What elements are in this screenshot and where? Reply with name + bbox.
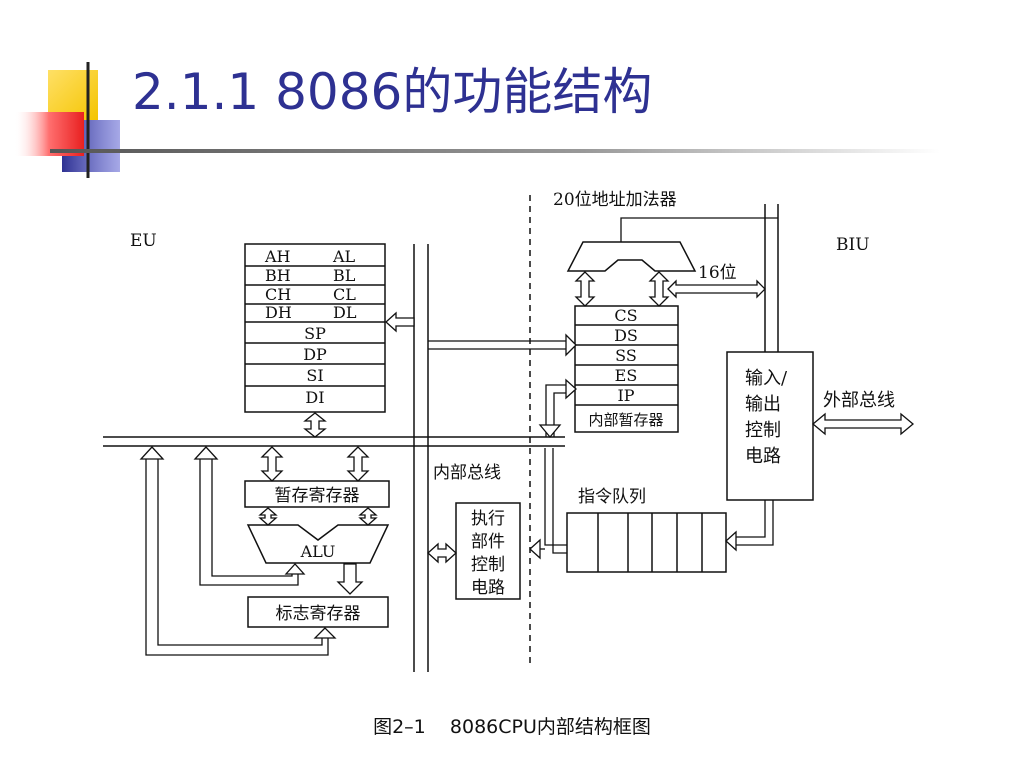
segment-biu-16bit-arrow [667, 279, 766, 299]
bus-control-arrow [427, 542, 457, 564]
general-registers [244, 243, 386, 413]
alu-shape [246, 524, 390, 564]
feedback-paths [145, 458, 329, 656]
reg-dl: DL [333, 303, 357, 322]
eu-control-line1: 执行 [471, 509, 505, 529]
adder-label: 20位地址加法器 [553, 190, 677, 210]
queue-to-control-arrowhead [529, 538, 541, 560]
reg-bh: BH [265, 266, 291, 285]
temp-register [244, 480, 390, 508]
reg-di: DI [305, 388, 324, 407]
biu-vertical-bus [764, 204, 779, 352]
segment-to-bus-arrowhead [538, 424, 562, 439]
queue-to-control-path [544, 448, 567, 554]
reg-si: SI [306, 366, 323, 385]
alu-flag-arrow [336, 563, 364, 595]
adder-segment-arrows [574, 271, 670, 307]
external-bus-label: 外部总线 [823, 390, 895, 411]
reg-ch: CH [265, 285, 291, 304]
io-control-circuit [726, 351, 814, 501]
internal-bus-label: 内部总线 [433, 463, 501, 483]
segment-registers [574, 305, 679, 433]
bus-to-registers-arrow [385, 311, 415, 333]
register-bus-arrow [303, 412, 327, 438]
slide-title: 2.1.1 8086的功能结构 [132, 63, 653, 121]
biu-label: BIU [836, 235, 870, 255]
yellow-square [48, 70, 98, 120]
reg-sp: SP [304, 324, 326, 343]
internal-temp-label: 内部暂存器 [588, 411, 663, 429]
flag-register-label: 标志寄存器 [276, 604, 361, 624]
temp-register-label: 暂存寄存器 [275, 486, 360, 506]
address-adder [566, 241, 697, 272]
io-control-line4: 电路 [745, 446, 781, 467]
external-bus-arrow [811, 412, 915, 436]
feedback-arrowheads [139, 446, 337, 639]
bus-temp-arrows [260, 446, 370, 482]
reg-dp: DP [303, 345, 327, 364]
alu-label: ALU [300, 542, 336, 561]
eu-to-segment-arrowhead [565, 333, 577, 357]
reg-bl: BL [333, 266, 356, 285]
reg-ip: IP [617, 386, 634, 405]
flag-register [247, 596, 389, 628]
figure-caption: 图2–1 8086CPU内部结构框图 [373, 716, 651, 738]
temp-alu-arrows [258, 507, 378, 526]
eu-control-circuit [455, 502, 521, 600]
title-underline [50, 149, 940, 153]
reg-ah: AH [264, 247, 291, 266]
reg-cs: CS [614, 306, 637, 325]
reg-dh: DH [265, 303, 292, 322]
eu-control-line3: 控制 [471, 555, 505, 575]
reg-cl: CL [333, 285, 356, 304]
corner-decoration [14, 62, 940, 178]
internal-bus [103, 436, 565, 447]
eu-to-segment-arrow [428, 340, 568, 350]
eu-control-line2: 部件 [471, 532, 505, 552]
bus-to-segment-arrowhead [565, 378, 577, 400]
io-control-line2: 输出 [745, 394, 781, 415]
reg-es: ES [615, 366, 638, 385]
io-to-queue-arrowhead [725, 530, 737, 552]
reg-ds: DS [614, 326, 638, 345]
io-control-line3: 控制 [745, 420, 781, 441]
io-control-line1: 输入/ [745, 368, 788, 389]
width-label: 16位 [698, 263, 737, 283]
instruction-queue [566, 512, 727, 573]
instruction-queue-label: 指令队列 [578, 487, 646, 507]
bus-to-segment-path [545, 384, 568, 437]
red-bar [14, 112, 84, 156]
io-to-queue-path [735, 500, 774, 546]
reg-ss: SS [615, 346, 637, 365]
eu-vertical-bus [413, 244, 429, 672]
adder-output-line [620, 217, 778, 242]
reg-al: AL [332, 247, 356, 266]
eu-label: EU [130, 231, 157, 251]
eu-control-line4: 电路 [471, 578, 505, 598]
